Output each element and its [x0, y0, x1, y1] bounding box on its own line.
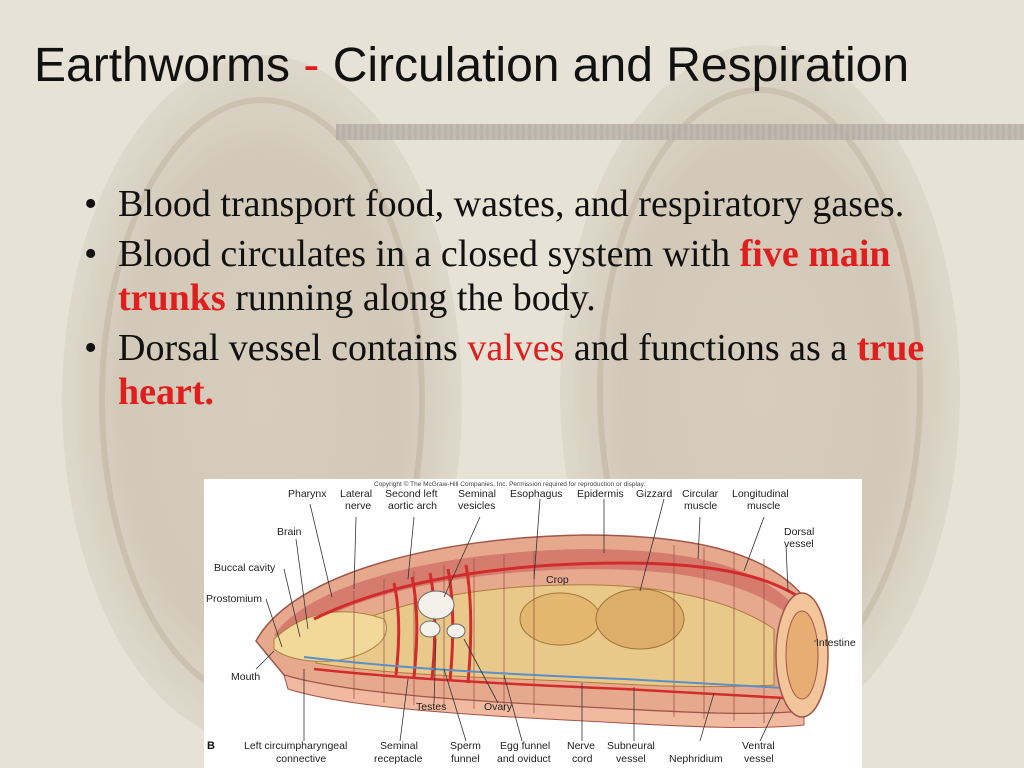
label-egg-funnel: Egg funnel: [500, 740, 550, 752]
figure-labels: Pharynx Lateral nerve Second left aortic…: [206, 488, 856, 765]
label-seminal-2: Seminal: [380, 740, 418, 752]
worm-body: [255, 534, 829, 729]
label-circular: Circular: [682, 488, 719, 500]
title-divider: [336, 124, 1024, 140]
slide-title: Earthworms - Circulation and Respiration: [34, 39, 910, 92]
label-muscle-2: muscle: [747, 500, 780, 512]
label-vesicles: vesicles: [458, 500, 495, 512]
label-esophagus: Esophagus: [510, 488, 563, 500]
label-crop: Crop: [546, 574, 569, 586]
label-sperm: Sperm: [450, 740, 481, 752]
label-lateral: Lateral: [340, 488, 372, 500]
figure-copyright: Copyright © The McGraw-Hill Companies, I…: [374, 480, 645, 488]
label-prostomium: Prostomium: [206, 593, 262, 605]
label-seminal: Seminal: [458, 488, 496, 500]
label-receptacle: receptacle: [374, 753, 423, 765]
label-dorsal: Dorsal: [784, 526, 814, 538]
bullet-item: • Blood circulates in a closed system wi…: [84, 233, 891, 319]
label-aortic-arch: aortic arch: [388, 500, 437, 512]
label-vessel-2: vessel: [616, 753, 646, 765]
label-second-left: Second left: [385, 488, 438, 500]
highlight-five-main-trunks: five main trunks: [118, 233, 891, 319]
earthworm-anatomy-figure: Copyright © The McGraw-Hill Companies, I…: [204, 479, 862, 768]
bullet-item: • Blood transport food, wastes, and resp…: [84, 183, 905, 225]
label-connective: connective: [276, 753, 326, 765]
label-subneural: Subneural: [607, 740, 655, 752]
label-funnel: funnel: [451, 753, 480, 765]
bullet-list: • Blood transport food, wastes, and resp…: [84, 182, 954, 420]
label-vessel-3: vessel: [744, 753, 774, 765]
highlight-valves: valves: [467, 327, 565, 369]
label-intestine: Intestine: [816, 637, 856, 649]
label-brain: Brain: [277, 526, 302, 538]
label-ventral: Ventral: [742, 740, 775, 752]
label-nephridium: Nephridium: [669, 753, 723, 765]
label-testes: Testes: [416, 701, 446, 713]
label-and-oviduct: and oviduct: [497, 753, 551, 765]
label-gizzard: Gizzard: [636, 488, 672, 500]
label-buccal-cavity: Buccal cavity: [214, 562, 276, 574]
label-ovary: Ovary: [484, 701, 513, 713]
earthworm-diagram: Copyright © The McGraw-Hill Companies, I…: [206, 480, 856, 765]
label-nerve-2: Nerve: [567, 740, 595, 752]
label-pharynx: Pharynx: [288, 488, 327, 500]
leader-lines: [255, 498, 816, 742]
label-vessel: vessel: [784, 538, 814, 550]
label-left-circumpharyngeal: Left circumpharyngeal: [244, 740, 347, 752]
label-nerve: nerve: [345, 500, 371, 512]
label-mouth: Mouth: [231, 671, 260, 683]
label-longitudinal: Longitudinal: [732, 488, 789, 500]
panel-letter: B: [207, 740, 215, 752]
bullet-item: • Dorsal vessel contains valves and func…: [84, 327, 925, 413]
label-muscle: muscle: [684, 500, 717, 512]
highlight-true-heart: true heart.: [118, 327, 925, 413]
label-cord: cord: [572, 753, 593, 765]
label-epidermis: Epidermis: [577, 488, 624, 500]
